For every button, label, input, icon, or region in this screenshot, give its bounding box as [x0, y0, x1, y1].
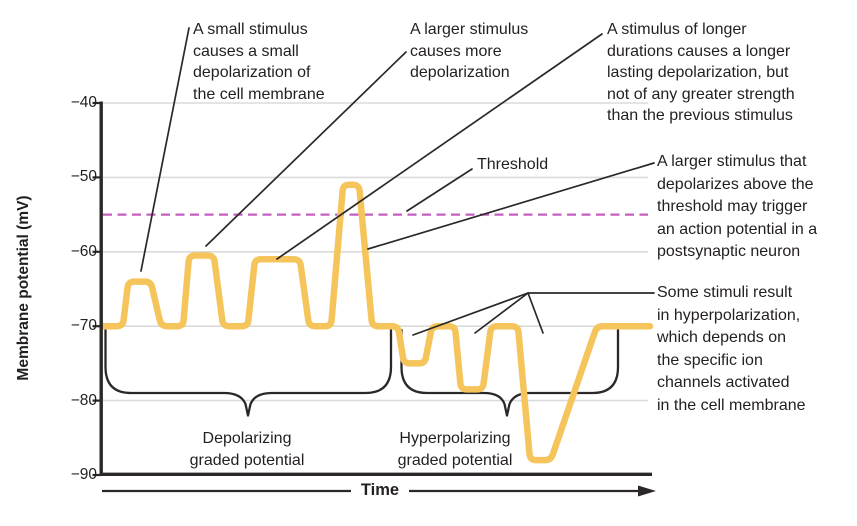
- y-tick-label: −70: [70, 317, 97, 335]
- above-threshold-pointer: [367, 162, 655, 250]
- hyperpolarization-pointer-1: [412, 292, 529, 336]
- annotation-above-threshold: A larger stimulus that depolarizes above…: [657, 153, 818, 260]
- depolarizing-brace: [104, 328, 393, 417]
- larger-stimulus-pointer: [205, 51, 407, 247]
- annotation-longer-duration: A stimulus of longer durations causes a …: [607, 21, 795, 124]
- time-arrowhead: [638, 485, 656, 497]
- y-tick-label: −50: [70, 168, 97, 186]
- y-tick-label: −80: [70, 391, 97, 409]
- x-axis-title: Time: [360, 481, 400, 499]
- y-tick-label: −90: [70, 466, 97, 483]
- threshold-label: Threshold: [477, 156, 549, 173]
- region-braces: [104, 328, 620, 417]
- longer-duration-pointer: [276, 33, 603, 260]
- hyperpolarization-pointer-3: [527, 292, 544, 334]
- time-arrow: [102, 485, 656, 497]
- annotation-small-stimulus: A small stimulus causes a small depolari…: [193, 21, 325, 103]
- depolarizing-region-label: Depolarizing graded potential: [189, 430, 305, 469]
- threshold-pointer: [406, 168, 473, 212]
- small-stimulus-pointer: [140, 27, 190, 272]
- gridlines: [102, 102, 648, 402]
- y-tick-label: −40: [70, 94, 97, 111]
- hyperpolarizing-brace: [400, 328, 620, 417]
- membrane-potential-trace: [98, 181, 654, 464]
- annotation-lines: [140, 27, 655, 336]
- hyperpolarization-pointer-2: [474, 292, 529, 334]
- hyperpolarizing-region-label: Hyperpolarizing graded potential: [397, 430, 513, 469]
- y-axis-title: Membrane potential (mV): [15, 195, 32, 381]
- annotation-larger-stimulus: A larger stimulus causes more depolariza…: [410, 21, 529, 81]
- y-tick-label: −60: [70, 242, 97, 260]
- y-tick-marks: [92, 101, 102, 477]
- annotation-hyperpolarization: Some stimuli result in hyperpolarization…: [657, 284, 806, 414]
- axes: [92, 101, 652, 477]
